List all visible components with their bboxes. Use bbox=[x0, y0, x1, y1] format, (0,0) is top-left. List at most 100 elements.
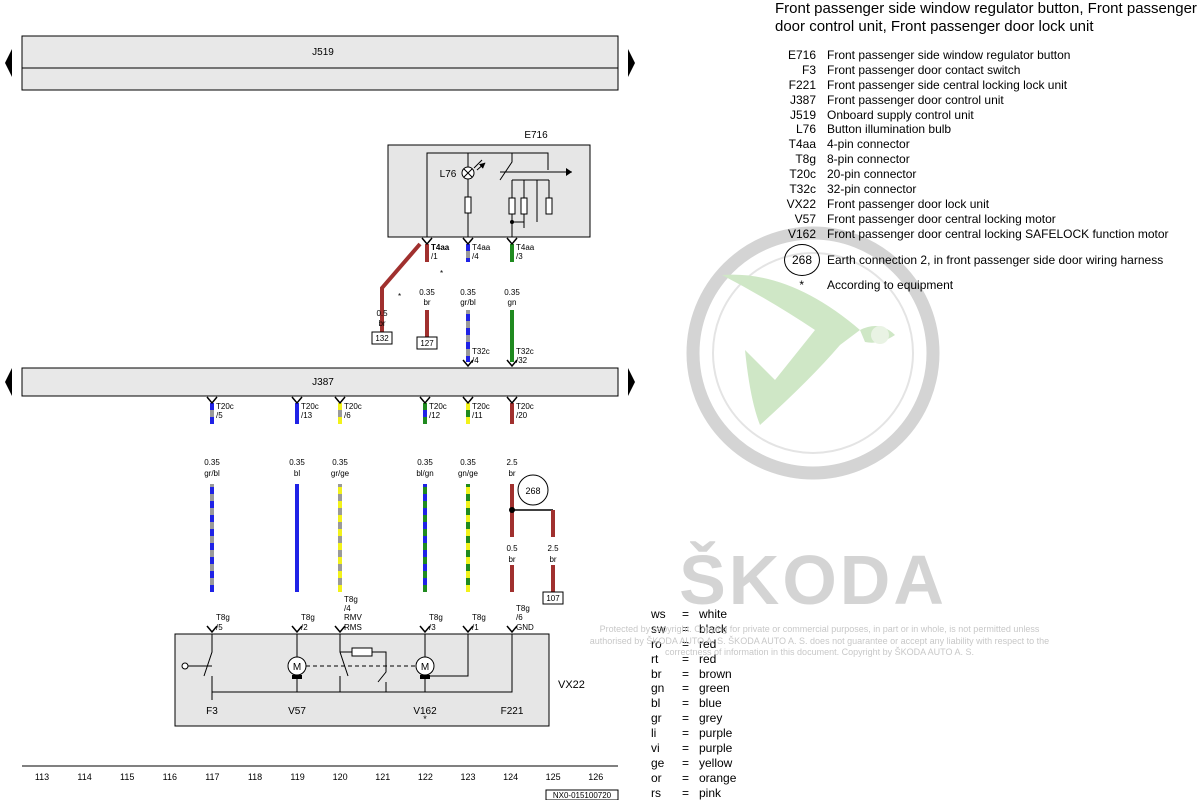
color-abbr: rs bbox=[651, 785, 661, 800]
svg-text:F221: F221 bbox=[501, 706, 524, 717]
earth-268-label[interactable]: 268 bbox=[525, 486, 540, 496]
column-number: 116 bbox=[163, 772, 177, 782]
color-code-item: ws=white bbox=[651, 607, 771, 622]
legend-desc: Earth connection 2, in front passenger s… bbox=[827, 252, 1164, 267]
color-name: purple bbox=[699, 726, 733, 741]
svg-text:0.5: 0.5 bbox=[376, 309, 388, 318]
legend-item: VX22 Front passenger door lock unit bbox=[770, 197, 1200, 212]
upper-wires bbox=[380, 242, 519, 362]
svg-text:T8g: T8g bbox=[472, 613, 486, 622]
column-number: 123 bbox=[460, 772, 475, 782]
copyright-watermark: Protected by copyright. Copying for priv… bbox=[589, 624, 1050, 657]
svg-text:T8g: T8g bbox=[429, 613, 443, 622]
legend-code: VX22 bbox=[786, 196, 816, 211]
ref-box-132[interactable] bbox=[371, 331, 393, 345]
svg-text:T4aa: T4aa bbox=[516, 243, 535, 252]
column-number: 117 bbox=[205, 772, 219, 782]
ref-107[interactable]: 107 bbox=[546, 594, 560, 603]
svg-text:/1: /1 bbox=[431, 252, 438, 261]
legend-code: L76 bbox=[795, 122, 816, 137]
column-number: 115 bbox=[120, 772, 134, 782]
j519-bar: J519 bbox=[5, 35, 635, 91]
svg-text:/11: /11 bbox=[472, 411, 483, 420]
svg-text:/12: /12 bbox=[429, 411, 441, 420]
legend-desc: Onboard supply control unit bbox=[827, 107, 974, 122]
svg-text:RMS: RMS bbox=[344, 623, 362, 632]
earth-circle-icon: 268 bbox=[784, 243, 820, 276]
color-code-item: ro=red bbox=[651, 637, 771, 652]
equals-sign: = bbox=[682, 755, 690, 770]
legend-code: T4aa bbox=[788, 137, 816, 152]
legend-desc: Front passenger door lock unit bbox=[827, 196, 990, 211]
legend-code: T8g bbox=[795, 152, 816, 167]
svg-text:0.35: 0.35 bbox=[504, 288, 520, 297]
svg-text:/4: /4 bbox=[344, 604, 351, 613]
j519-label: J519 bbox=[312, 47, 334, 58]
svg-text:br: br bbox=[549, 555, 556, 564]
legend-desc: Front passenger door central locking mot… bbox=[827, 211, 1056, 226]
page-right-arrow-icon[interactable] bbox=[628, 49, 635, 77]
legend-code: V162 bbox=[787, 226, 816, 241]
page-right-arrow-icon[interactable] bbox=[628, 368, 635, 396]
svg-text:/3: /3 bbox=[516, 252, 523, 261]
column-number: 118 bbox=[248, 772, 262, 782]
ref-box-127[interactable] bbox=[416, 336, 438, 350]
vx22-label: VX22 bbox=[558, 679, 585, 691]
ref-box-107[interactable] bbox=[542, 591, 564, 605]
l76-label: L76 bbox=[440, 169, 457, 180]
legend-desc: 8-pin connector bbox=[827, 152, 910, 167]
column-number: 113 bbox=[35, 772, 49, 782]
color-code-item: vi=purple bbox=[651, 741, 771, 756]
legend-item: T8g 8-pin connector bbox=[770, 152, 1200, 167]
color-name: red bbox=[699, 651, 717, 666]
ref-132[interactable]: 132 bbox=[375, 334, 389, 343]
svg-text:/3: /3 bbox=[429, 623, 436, 632]
svg-text:T20c: T20c bbox=[429, 402, 447, 411]
svg-text:bl: bl bbox=[294, 469, 300, 478]
legend-title: Front passenger side window regulator bu… bbox=[775, 0, 1197, 35]
svg-text:br: br bbox=[508, 469, 515, 478]
ref-127[interactable]: 127 bbox=[420, 339, 434, 348]
svg-text:0.35: 0.35 bbox=[204, 458, 220, 467]
legend-desc: Front passenger door central locking SAF… bbox=[827, 226, 1169, 241]
equals-sign: = bbox=[682, 666, 690, 681]
legend-code: E716 bbox=[787, 48, 816, 62]
color-abbr: rt bbox=[651, 651, 659, 666]
color-name: grey bbox=[699, 711, 723, 726]
svg-text:*: * bbox=[398, 292, 401, 301]
column-number: 124 bbox=[503, 772, 518, 782]
color-name: brown bbox=[699, 666, 732, 681]
svg-text:0.35: 0.35 bbox=[460, 458, 476, 467]
lower-wires bbox=[204, 403, 561, 626]
doc-number: NX0-015100720 bbox=[553, 791, 612, 800]
column-number: 126 bbox=[588, 772, 603, 782]
color-code-item: ge=yellow bbox=[651, 756, 771, 771]
color-abbr: gn bbox=[651, 681, 665, 696]
lower-pin-labels: T20c /5 T20c /13 T20c /6 T20c /12 T20c /… bbox=[204, 402, 559, 632]
svg-text:/5: /5 bbox=[216, 411, 223, 420]
e716-component: E716 L76 bbox=[387, 130, 591, 238]
svg-text:gn/ge: gn/ge bbox=[458, 469, 479, 478]
svg-text:T8g: T8g bbox=[344, 595, 358, 604]
earth-connection-268[interactable] bbox=[517, 474, 549, 506]
svg-text:T20c: T20c bbox=[344, 402, 362, 411]
svg-text:GND: GND bbox=[516, 623, 534, 632]
color-abbr: ws bbox=[651, 607, 666, 621]
legend-code: F221 bbox=[788, 77, 816, 92]
svg-text:0.35: 0.35 bbox=[332, 458, 348, 467]
svg-text:T20c: T20c bbox=[516, 402, 534, 411]
skoda-brand-text: ŠKODA bbox=[679, 540, 947, 619]
page-left-arrow-icon[interactable] bbox=[5, 49, 12, 77]
page-left-arrow-icon[interactable] bbox=[5, 368, 12, 396]
svg-text:/6: /6 bbox=[344, 411, 351, 420]
svg-text:0.35: 0.35 bbox=[289, 458, 305, 467]
svg-text:br: br bbox=[423, 298, 430, 307]
color-code-item: gr=grey bbox=[651, 711, 771, 726]
color-code-item: gn=green bbox=[651, 681, 771, 696]
